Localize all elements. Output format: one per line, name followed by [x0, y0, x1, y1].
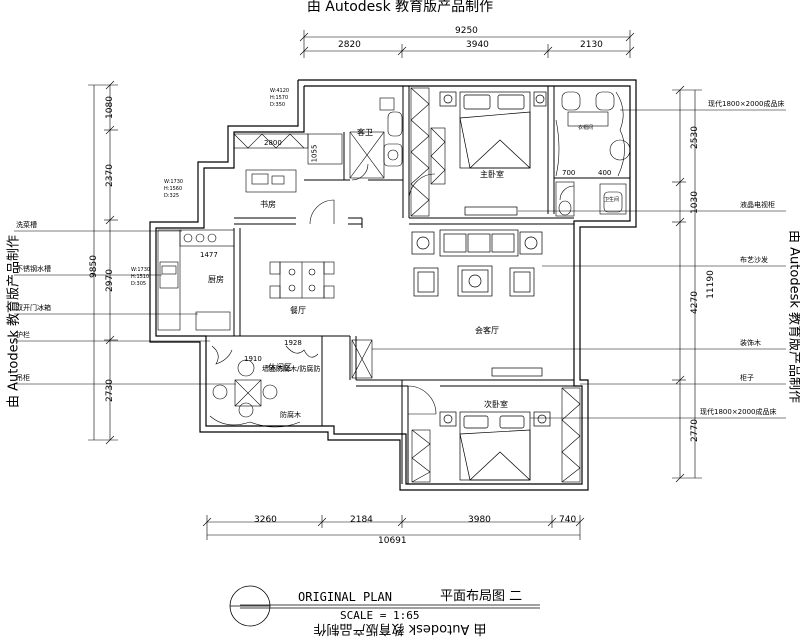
right-note: 布艺沙发 [740, 256, 768, 264]
title-scale: SCALE = 1:65 [340, 609, 420, 622]
dim-top-seg: 2820 [338, 40, 361, 50]
dim-left-seg: 1080 [104, 96, 115, 119]
right-note: 现代1800×2000成品床 [708, 100, 785, 108]
spec-top: D:350 [270, 102, 286, 108]
dining-dim: 1928 [284, 339, 302, 347]
spec-study: D:325 [164, 193, 180, 199]
dim-bottom-seg: 740 [559, 515, 577, 525]
dim-right-seg: 2770 [689, 419, 700, 442]
right-note: 液晶电视柜 [740, 201, 775, 209]
room-guest-wc: 客卫 [357, 128, 373, 137]
left-note: 洗菜槽 [16, 221, 37, 229]
room-small-wc: 卫生间 [604, 197, 620, 203]
room-kitchen: 厨房 [208, 275, 224, 284]
dim-right-seg: 4270 [689, 291, 700, 314]
wc-dim: 400 [598, 169, 612, 177]
room-master-bedroom: 主卧室 [480, 170, 504, 179]
small-wc-fixtures [555, 181, 627, 217]
left-leaders [14, 230, 236, 385]
dim-bottom-seg: 3260 [254, 515, 277, 525]
dim-bottom-seg: 3980 [468, 515, 491, 525]
closet-furniture [555, 91, 631, 177]
spec-kitchen: D:305 [131, 281, 147, 287]
tv-cabinet [464, 206, 518, 216]
room-closet: 衣帽间 [578, 125, 594, 131]
dining-furniture [269, 261, 335, 299]
dim-top-total: 9250 [455, 26, 478, 36]
bottom-dimension-chain [202, 515, 585, 540]
spec-study: H:1560 [164, 186, 183, 192]
spec-kitchen: W:1730 [131, 267, 151, 273]
study-furniture [233, 133, 343, 193]
dim-left-seg: 2730 [104, 379, 115, 402]
watermark-right: 由 Autodesk 教育版产品制作 [786, 230, 800, 403]
spec-top: W:4120 [270, 88, 290, 94]
top-dimension-chain [299, 30, 635, 58]
kitchen-dim: 1477 [200, 251, 218, 259]
leisure-furniture [205, 345, 322, 428]
left-note: 双开门冰箱 [16, 304, 51, 312]
master-bed [439, 91, 547, 169]
left-note: 护栏 [16, 331, 30, 339]
watermark-bottom: 由 Autodesk 教育版产品制作 [313, 621, 487, 636]
left-note: 吊柜 [16, 374, 30, 382]
right-note: 装饰木 [740, 339, 761, 347]
title-block [229, 585, 540, 627]
room-dining: 餐厅 [290, 306, 306, 315]
floor-note: 防腐木 [280, 411, 301, 419]
dim-left-seg: 2970 [104, 269, 115, 292]
study-top-dim: 1055 [310, 144, 319, 163]
guest-wc-fixtures [349, 97, 403, 179]
title-en: ORIGINAL PLAN [298, 590, 392, 604]
living-furniture [411, 229, 543, 377]
dim-left-total: 9850 [88, 255, 99, 278]
room-leisure: 休闲区 [268, 363, 292, 372]
left-dimension-chain [88, 80, 118, 445]
interior-walls [206, 86, 630, 484]
dim-bottom-seg: 2184 [350, 515, 373, 525]
title-cn: 平面布局图 二 [440, 589, 523, 604]
spec-kitchen: H:1510 [131, 274, 150, 280]
spec-top: H:1570 [270, 95, 289, 101]
right-note: 现代1800×2000成品床 [700, 408, 777, 416]
master-tall-cabinet [430, 127, 446, 185]
kitchen-furniture [157, 229, 235, 331]
right-dimension-chain [672, 85, 702, 483]
vent-box [351, 339, 373, 379]
wall-note: 墙面防腐木/防腐防 [262, 365, 321, 373]
study-dim: 2800 [264, 139, 282, 147]
dim-left-seg: 2370 [104, 164, 115, 187]
master-dim: 700 [562, 169, 576, 177]
leisure-dim: 1910 [244, 355, 262, 363]
dim-top-seg: 2130 [580, 40, 603, 50]
dim-right-seg: 1030 [689, 191, 700, 214]
second-bed [439, 411, 551, 481]
watermark-top: 由 Autodesk 教育版产品制作 [306, 0, 494, 15]
dim-right-seg: 2530 [689, 126, 700, 149]
second-bedroom-wardrobe [411, 387, 581, 483]
spec-study: W:1730 [164, 179, 184, 185]
left-note: 不锈钢水槽 [16, 265, 51, 273]
right-note: 柜子 [740, 374, 754, 382]
room-living: 会客厅 [475, 326, 499, 335]
right-leaders [372, 109, 786, 419]
dim-right-total: 11190 [705, 270, 716, 299]
dim-top-seg: 3940 [466, 40, 489, 50]
dim-bottom-total: 10691 [378, 536, 407, 546]
room-study: 书房 [260, 200, 276, 209]
master-wardrobe [410, 87, 430, 217]
room-second-bedroom: 次卧室 [484, 400, 508, 409]
exterior-walls [149, 79, 637, 491]
watermark-left: 由 Autodesk 教育版产品制作 [6, 235, 22, 408]
